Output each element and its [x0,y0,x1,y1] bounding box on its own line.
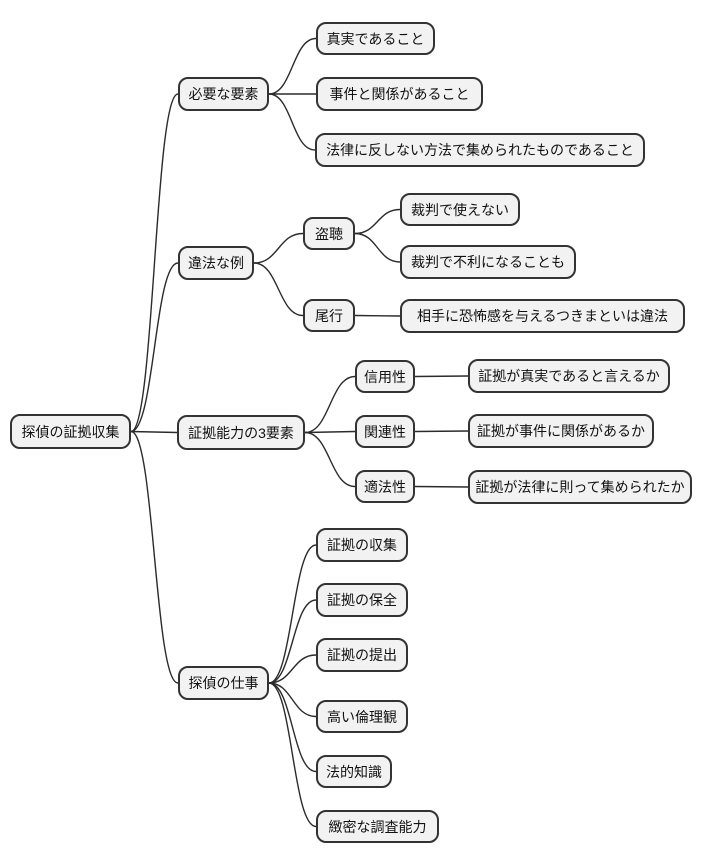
edge-relevance--relevance-detail [414,430,469,433]
edge-wiretapping--court-disadvantage [354,232,401,263]
edge-detective-work--legal-knowledge [268,682,317,773]
mindmap-node-credibility: 信用性 [355,360,415,393]
edge-detective-work--high-ethics [268,682,317,718]
mindmap-node-legal-method: 法律に反しない方法で集められたものであること [315,133,645,167]
edge-evidence-3-elements--credibility [304,375,356,434]
mindmap-node-stalking-illegal: 相手に恐怖感を与えるつきまといは違法 [400,299,685,333]
edge-evidence-3-elements--relevance [304,430,356,434]
edge-root--detective-work [130,430,179,684]
mindmap-node-legal-knowledge: 法的知識 [316,755,392,788]
edge-detective-work--precise-investigation [268,682,317,828]
mindmap-node-evidence-preservation: 証拠の保全 [316,583,408,617]
edge-legality--legality-detail [414,485,469,488]
edge-root--illegal-examples [130,262,179,433]
mindmap-node-court-disadvantage: 裁判で不利になることも [400,245,576,279]
mindmap-node-relevance-detail: 証拠が事件に関係があるか [468,414,654,448]
edge-root--evidence-3-elements [130,430,178,434]
edge-detective-work--evidence-preservation [268,599,317,684]
mindmap-node-high-ethics: 高い倫理観 [316,700,408,733]
mindmap-node-evidence-collection: 証拠の収集 [316,528,408,562]
mindmap-node-precise-investigation: 緻密な調査能力 [316,810,439,843]
mindmap-node-credibility-detail: 証拠が真実であると言えるか [468,359,670,393]
edge-detective-work--evidence-collection [268,544,317,684]
edge-required-elements--legal-method [268,93,316,151]
mindmap-node-evidence-3-elements: 証拠能力の3要素 [177,415,305,450]
edge-credibility--credibility-detail [414,375,469,378]
mindmap-node-evidence-submission: 証拠の提出 [316,638,408,672]
mindmap-node-tailing: 尾行 [303,299,355,332]
mindmap-node-court-unusable: 裁判で使えない [400,193,520,226]
edge-root--required-elements [130,93,179,433]
edge-illegal-examples--tailing [253,262,304,317]
mindmap-node-required-elements: 必要な要素 [178,77,269,111]
edge-illegal-examples--wiretapping [253,232,304,264]
edge-tailing--stalking-illegal [354,314,401,317]
mindmap-node-relevance: 関連性 [355,415,415,448]
mindmap-node-root: 探偵の証拠収集 [10,414,131,449]
edge-wiretapping--court-unusable [354,208,401,235]
edge-evidence-3-elements--legality [304,431,356,488]
mindmap-node-legality-detail: 証拠が法律に則って集められたか [468,470,692,504]
mindmap-node-case-relation: 事件と関係があること [316,77,483,111]
mindmap-node-wiretapping: 盗聴 [303,217,355,250]
edge-detective-work--evidence-submission [268,654,317,684]
mindmap-node-detective-work: 探偵の仕事 [178,666,269,700]
mindmap-node-truth: 真実であること [316,22,435,55]
mindmap-node-illegal-examples: 違法な例 [178,246,254,280]
mindmap-node-legality: 適法性 [355,470,415,503]
edge-required-elements--truth [268,37,317,95]
